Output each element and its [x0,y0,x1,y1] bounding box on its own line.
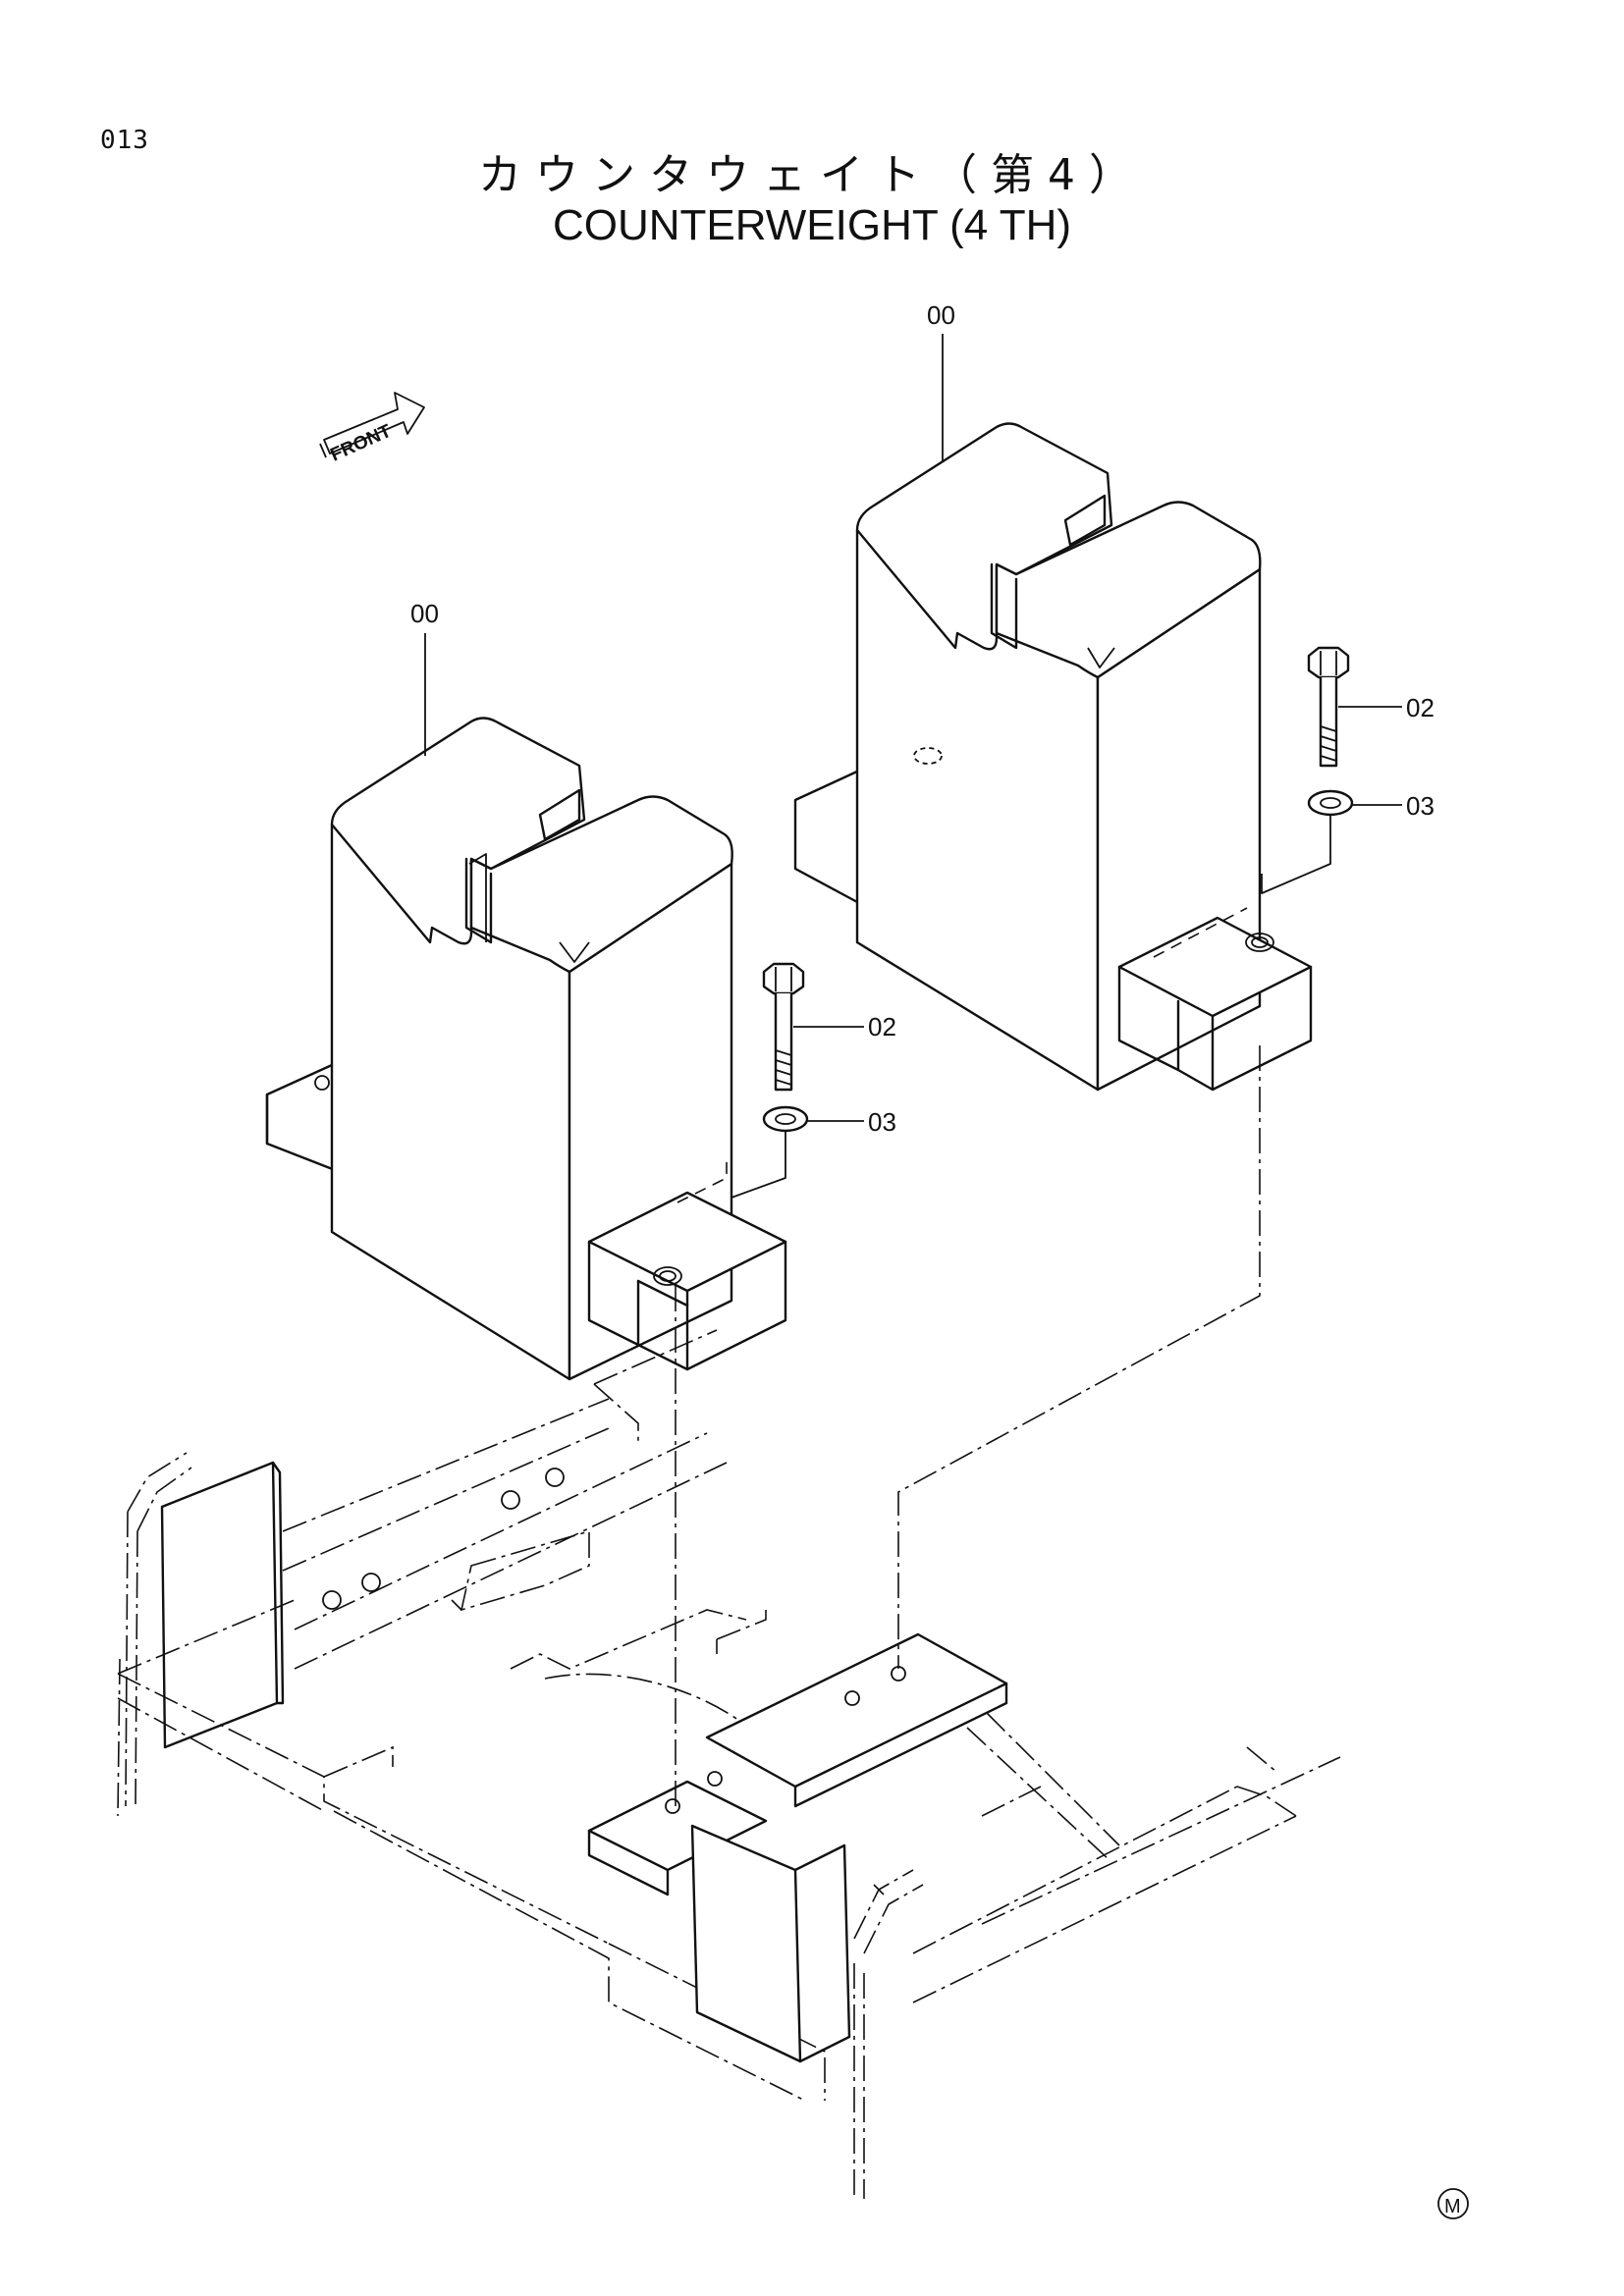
m-mark-letter: M [1444,2196,1461,2217]
upper-frame [117,1329,1341,2199]
callout-bolt-right: 02 [1406,693,1435,722]
counterweight-left [265,633,787,1381]
washer-left [731,1105,864,1199]
counterweight-right [793,334,1313,1092]
front-label: FRONT [327,421,395,466]
callout-washer-left: 03 [868,1107,896,1137]
front-arrow-icon: FRONT [319,392,425,466]
bolt-left [762,962,864,1092]
callout-washer-right: 03 [1406,791,1435,821]
callout-weight-right: 00 [927,300,955,330]
washer-right [1261,789,1402,894]
m-mark-icon: M [1437,2188,1469,2219]
alignment-lines [675,1045,1261,1806]
callout-weight-left: 00 [410,599,439,628]
title-english: COUNTERWEIGHT (4 TH) [552,201,1072,249]
bolt-right [1307,646,1402,768]
callout-bolt-left: 02 [868,1012,896,1041]
page-number: 013 [100,126,149,155]
title-japanese: カウンタウェイト（第4） [478,150,1146,200]
